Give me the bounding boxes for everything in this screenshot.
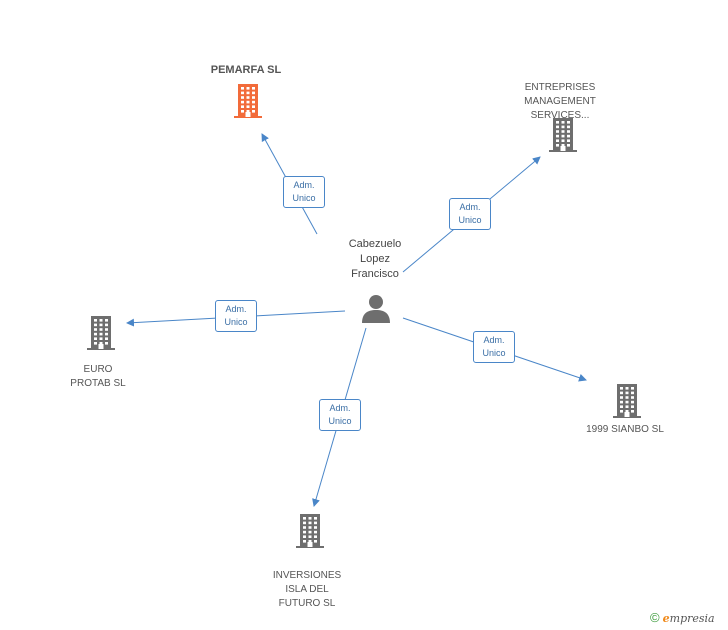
building-icon bbox=[549, 118, 577, 152]
edge-label-line: Unico bbox=[328, 416, 352, 426]
building-icon bbox=[234, 84, 262, 118]
person-icon bbox=[362, 295, 390, 323]
person-name-line: Francisco bbox=[351, 268, 399, 280]
company-label-sianbo[interactable]: 1999 SIANBO SL bbox=[565, 423, 685, 437]
building-icon bbox=[87, 316, 115, 350]
company-label-line: PROTAB SL bbox=[70, 378, 126, 389]
company-node-pemarfa[interactable] bbox=[234, 84, 262, 123]
building-icon bbox=[296, 514, 324, 548]
company-node-euro-protab[interactable] bbox=[87, 316, 115, 355]
company-label-line: EURO bbox=[83, 364, 113, 375]
person-name-line: Cabezuelo bbox=[348, 238, 402, 250]
person-node[interactable] bbox=[361, 293, 391, 328]
edge-label-entreprises[interactable]: Adm. Unico bbox=[449, 198, 491, 230]
edge-label-pemarfa[interactable]: Adm. Unico bbox=[283, 176, 325, 208]
edge-label-inversiones[interactable]: Adm. Unico bbox=[319, 399, 361, 431]
company-label-inversiones[interactable]: INVERSIONES ISLA DEL FUTURO SL bbox=[247, 569, 367, 611]
company-label-line: ENTREPRISES bbox=[524, 82, 596, 93]
company-label-line: SERVICES... bbox=[530, 110, 590, 121]
company-node-inversiones[interactable] bbox=[296, 514, 324, 553]
edge-label-euro-protab[interactable]: Adm. Unico bbox=[215, 300, 257, 332]
edge-label-line: Unico bbox=[224, 317, 248, 327]
company-label-entreprises[interactable]: ENTREPRISES MANAGEMENT SERVICES... bbox=[500, 81, 620, 123]
edge-label-line: Adm. bbox=[459, 202, 481, 212]
edge-label-line: Adm. bbox=[329, 403, 351, 413]
footer-brand[interactable]: © empresia bbox=[650, 610, 715, 628]
edge-label-line: Adm. bbox=[483, 335, 505, 345]
company-node-entreprises[interactable] bbox=[549, 118, 577, 157]
edge-label-line: Unico bbox=[292, 193, 316, 203]
company-label-euro-protab[interactable]: EURO PROTAB SL bbox=[38, 363, 158, 391]
person-name-line: Lopez bbox=[360, 253, 390, 265]
brand-logo: empresia bbox=[662, 612, 715, 625]
edge-label-line: Unico bbox=[482, 348, 506, 358]
company-label-line: PEMARFA SL bbox=[210, 64, 282, 76]
company-label-line: MANAGEMENT bbox=[524, 96, 596, 107]
company-node-sianbo[interactable] bbox=[613, 384, 641, 423]
company-label-line: INVERSIONES bbox=[272, 570, 342, 581]
edge-label-line: Unico bbox=[458, 215, 482, 225]
edge-label-line: Adm. bbox=[225, 304, 247, 314]
edge-label-sianbo[interactable]: Adm. Unico bbox=[473, 331, 515, 363]
building-icon bbox=[613, 384, 641, 418]
company-label-pemarfa[interactable]: PEMARFA SL bbox=[186, 63, 306, 77]
company-label-line: FUTURO SL bbox=[278, 598, 336, 609]
copyright-icon: © bbox=[650, 610, 660, 625]
company-label-line: ISLA DEL bbox=[285, 584, 329, 595]
edge-label-line: Adm. bbox=[293, 180, 315, 190]
company-label-line: 1999 SIANBO SL bbox=[586, 424, 664, 435]
